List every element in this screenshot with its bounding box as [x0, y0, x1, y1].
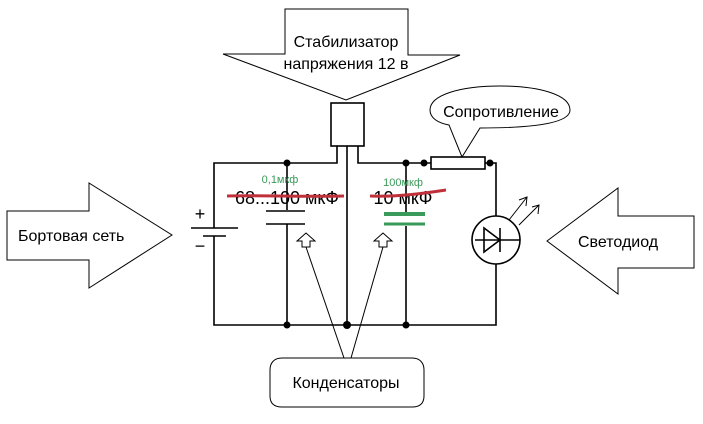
capacitors-label: Конденсаторы: [292, 375, 399, 392]
resistor-callout: [429, 85, 571, 159]
capacitor-pointer-arrows: [295, 232, 394, 359]
led-arrow: [546, 187, 695, 295]
capacitors-callout: [269, 357, 425, 408]
capacitor-1: [266, 163, 305, 325]
capacitor-1-old-value: 68...100 мкФ: [235, 188, 339, 208]
led-symbol: [471, 196, 540, 265]
battery-plus-sign: +: [195, 204, 206, 224]
battery-wiring: [213, 162, 497, 326]
capacitor-2-strikethrough: [369, 188, 447, 198]
stabilizer-label-line2: напряжения 12 в: [283, 56, 408, 73]
battery-symbol: [191, 227, 238, 237]
capacitor-2: [384, 163, 425, 325]
stabilizer-callout-arrow: [222, 8, 461, 101]
resistor-label: Сопротивление: [443, 104, 559, 121]
stabilizer-pins: [287, 146, 406, 325]
battery-minus-sign: −: [195, 236, 206, 256]
stabilizer-body: [330, 102, 365, 147]
onboard-network-label: Бортовая сеть: [18, 228, 124, 245]
capacitor-2-new-value: 100мкф: [383, 177, 423, 189]
onboard-network-arrow: [6, 182, 173, 289]
capacitor-2-old-value: 10 мкФ: [374, 188, 433, 208]
led-label: Светодиод: [578, 234, 659, 251]
capacitor-1-new-value: 0,1мкф: [262, 174, 299, 186]
capacitor-1-strikethrough: [226, 194, 345, 198]
junction-dots: [283, 159, 494, 329]
stabilizer-label-line1: Стабилизатор: [294, 34, 399, 51]
